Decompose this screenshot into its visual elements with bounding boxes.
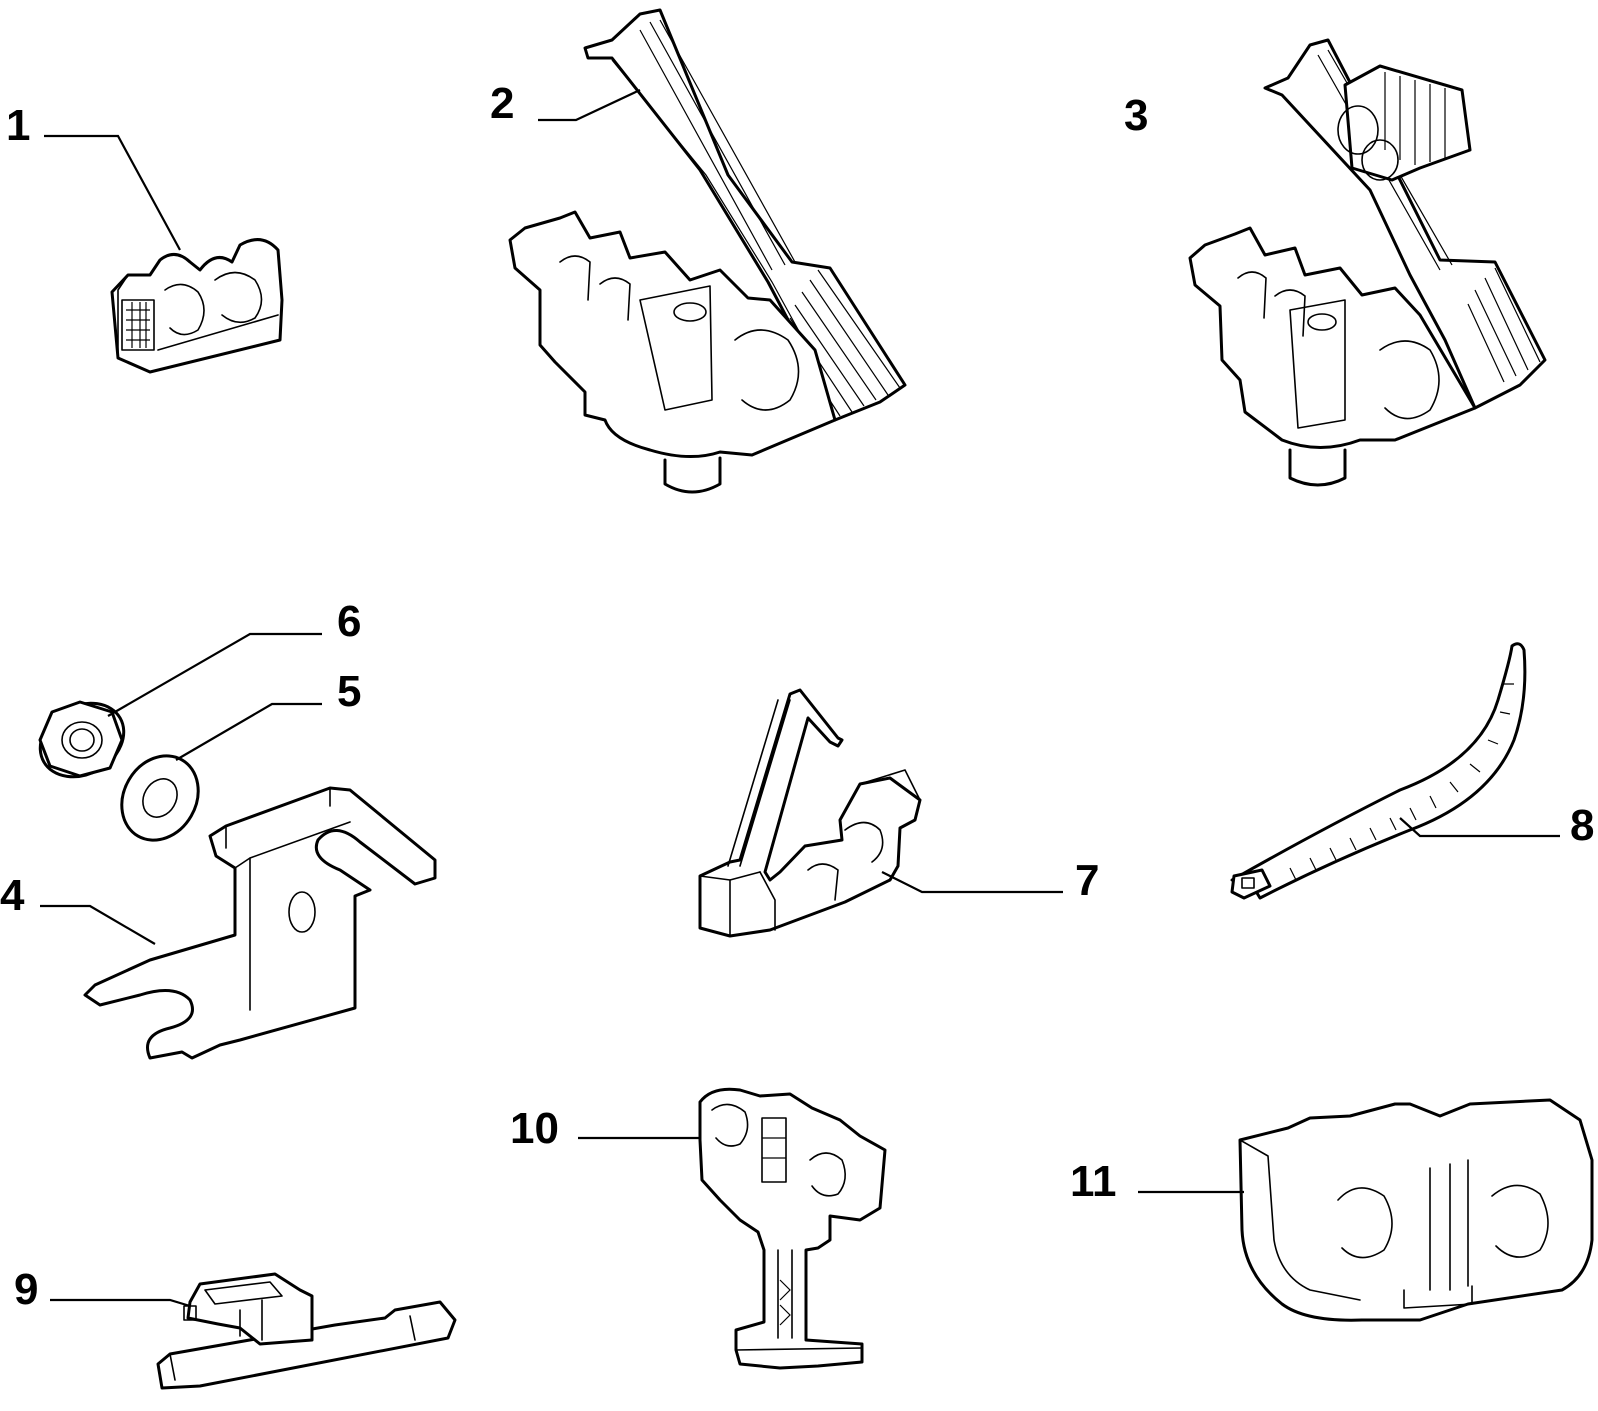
callout-4: 4 — [0, 871, 156, 945]
leader-line-1 — [44, 134, 181, 251]
part-10-twin-clip-stud — [698, 1087, 887, 1370]
callout-label-6: 6 — [337, 597, 361, 646]
part-3-pipe-holder-clamped — [1188, 38, 1547, 487]
part-11-double-pipe-clip — [1238, 1098, 1594, 1322]
part-4-bracket — [83, 786, 437, 1060]
callout-label-11: 11 — [1070, 1157, 1117, 1206]
callout-9: 9 — [14, 1265, 191, 1314]
leader-line-9 — [50, 1298, 191, 1308]
callout-10: 10 — [510, 1104, 700, 1153]
callout-label-9: 9 — [14, 1265, 38, 1314]
leader-line-6 — [107, 632, 322, 717]
callout-7: 7 — [881, 856, 1099, 905]
callout-label-4: 4 — [0, 871, 25, 920]
part-6-flange-nut — [38, 700, 126, 779]
part-1-pipe-clip — [110, 238, 284, 374]
callout-label-3: 3 — [1124, 91, 1148, 140]
callout-label-1: 1 — [6, 101, 30, 150]
part-9-edge-clip — [156, 1272, 457, 1390]
callout-label-2: 2 — [490, 79, 514, 128]
leader-line-4 — [40, 904, 156, 945]
callout-label-8: 8 — [1570, 801, 1594, 850]
part-7-hinged-clip — [698, 688, 922, 938]
callout-label-10: 10 — [510, 1104, 559, 1153]
callout-11: 11 — [1070, 1157, 1244, 1206]
leader-line-2 — [538, 89, 641, 122]
callout-label-7: 7 — [1075, 856, 1099, 905]
callout-3: 3 — [1124, 91, 1148, 140]
callout-1: 1 — [6, 101, 181, 251]
part-2-pipe-holder-strap — [508, 8, 907, 494]
callout-5: 5 — [175, 667, 361, 761]
part-5-washer — [120, 754, 200, 842]
leader-line-5 — [175, 702, 322, 761]
callout-6: 6 — [107, 597, 361, 717]
leader-line-7 — [881, 871, 1063, 894]
callout-label-5: 5 — [337, 667, 361, 716]
callout-2: 2 — [490, 79, 641, 128]
part-8-cable-tie — [1230, 642, 1527, 900]
leader-line-8 — [1399, 817, 1560, 838]
callout-8: 8 — [1399, 801, 1594, 850]
